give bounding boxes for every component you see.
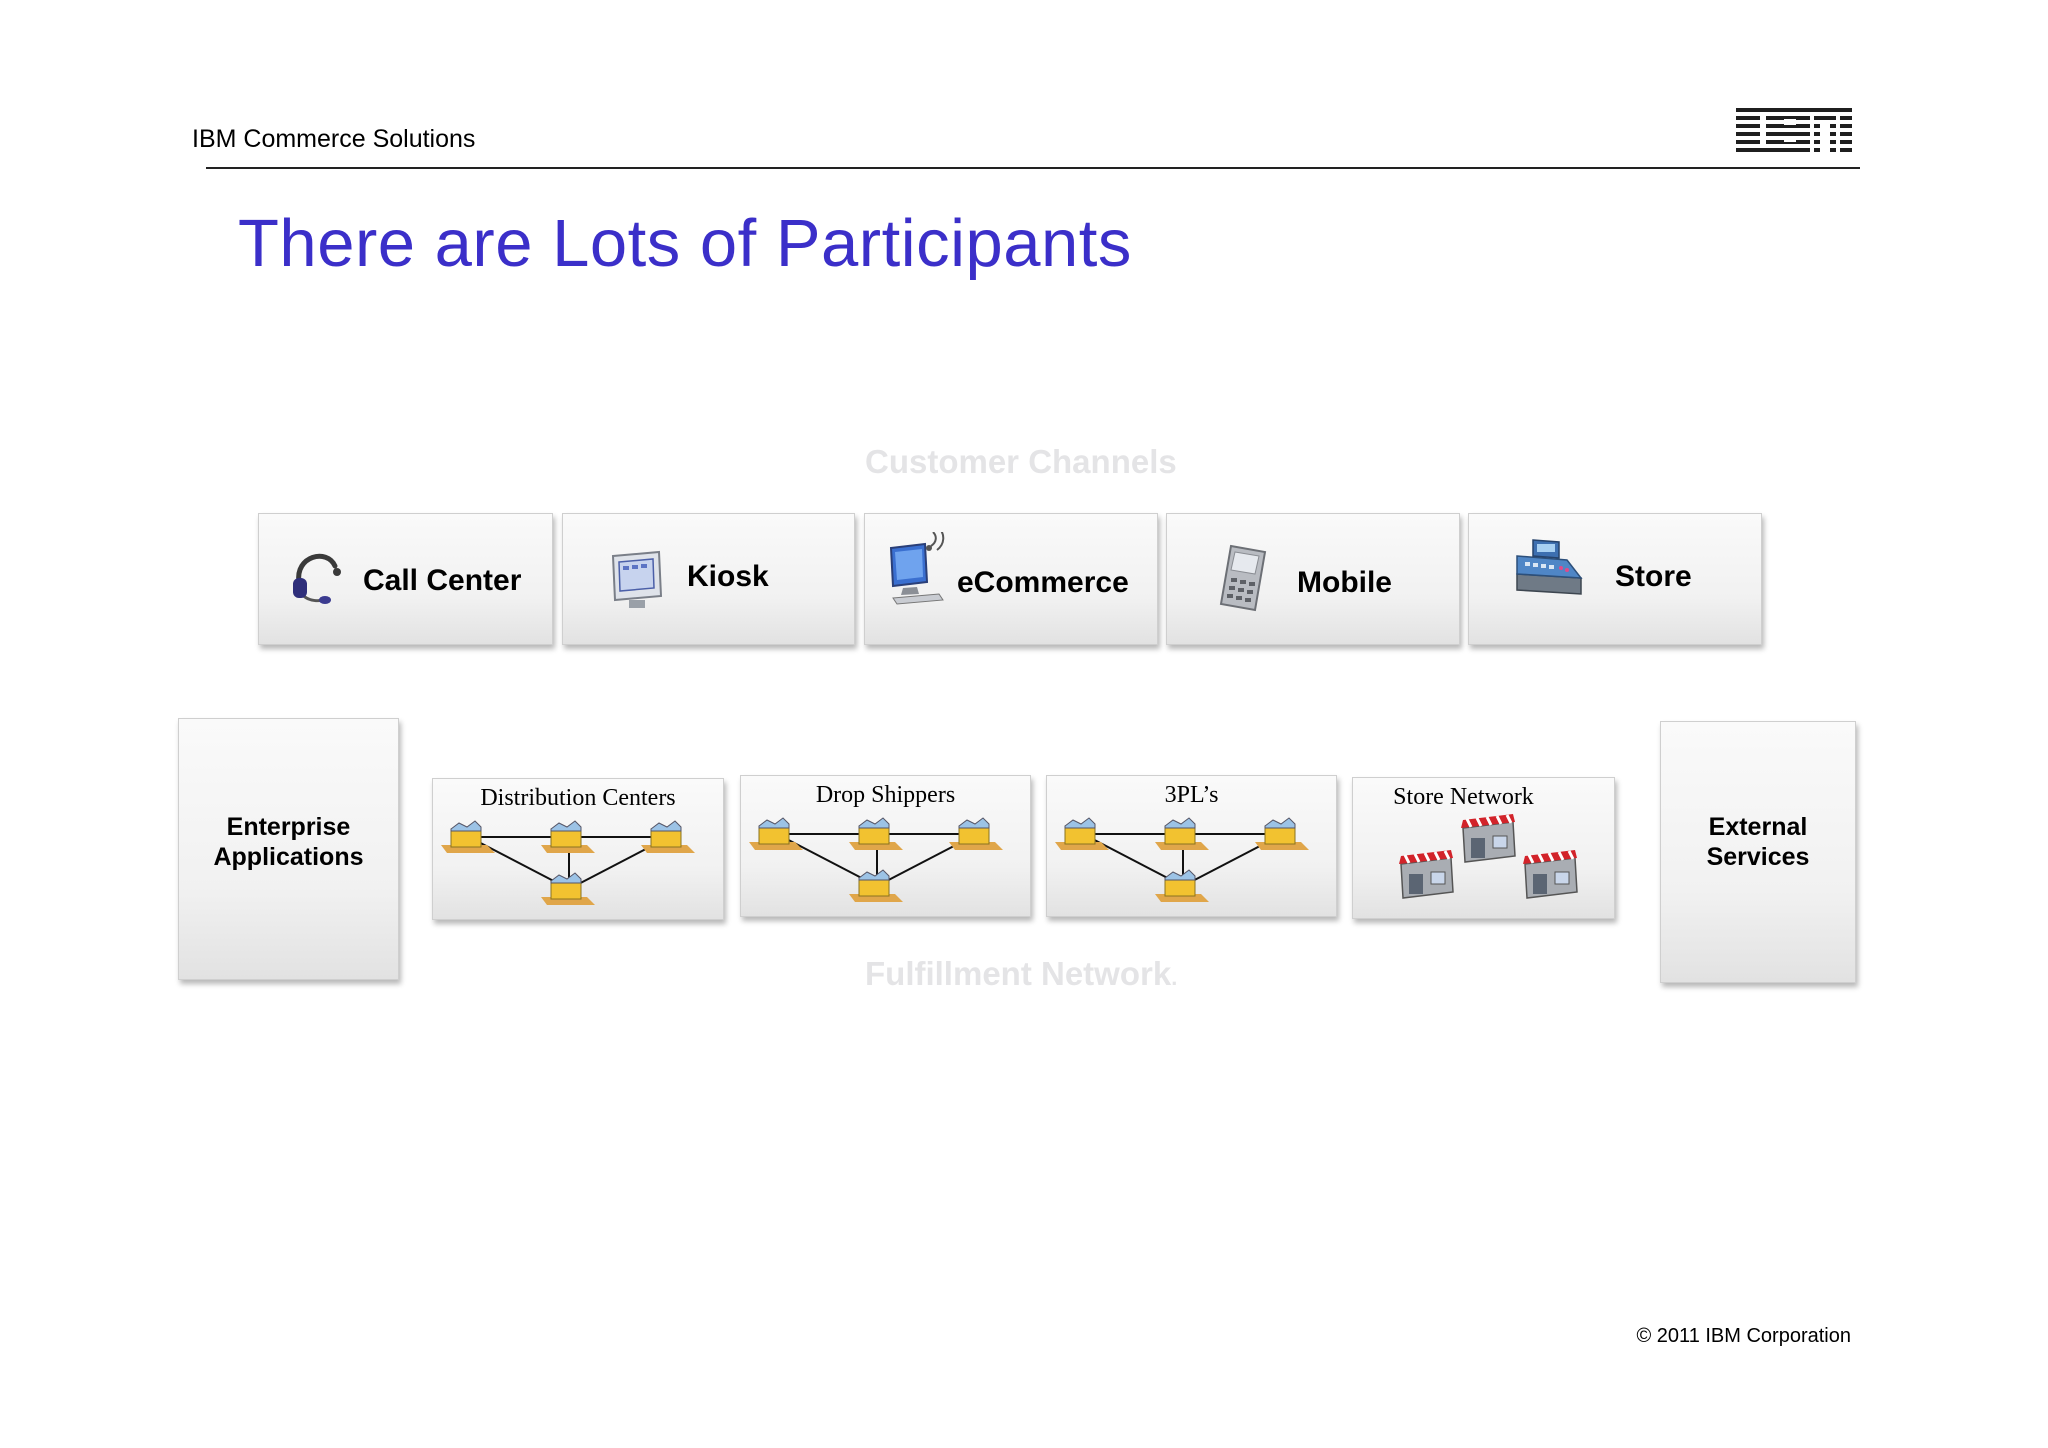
mobile-phone-icon xyxy=(1219,544,1267,612)
computer-icon xyxy=(889,532,945,605)
channel-label: Call Center xyxy=(363,564,522,597)
enterprise-applications-label: Enterprise Applications xyxy=(213,813,364,871)
warehouse-icon xyxy=(441,820,695,905)
fulfillment-network-label: Fulfillment Network. xyxy=(865,955,1178,992)
copyright-footer: © 2011 IBM Corporation xyxy=(1636,1325,1851,1347)
slide-title: There are Lots of Participants xyxy=(238,206,1132,281)
storefront-icon xyxy=(1399,814,1578,899)
warehouse-network-icon xyxy=(1055,817,1309,902)
channel-ecommerce: eCommerce xyxy=(864,513,1158,645)
channel-mobile: Mobile xyxy=(1166,513,1460,645)
channel-store: Store xyxy=(1468,513,1762,645)
node-label: Distribution Centers xyxy=(480,785,676,811)
cash-register-icon xyxy=(1516,539,1583,595)
warehouse-network-icon xyxy=(749,817,1003,902)
header-title: IBM Commerce Solutions xyxy=(192,125,476,153)
node-label: 3PL’s xyxy=(1164,782,1219,808)
warehouse-network-icon xyxy=(441,820,695,905)
channel-kiosk: Kiosk xyxy=(562,513,855,645)
external-services-label: External Services xyxy=(1706,813,1810,871)
header-divider xyxy=(206,167,1860,169)
headset-icon xyxy=(293,553,341,604)
channel-label: Kiosk xyxy=(687,560,769,593)
3pls-box: 3PL’s xyxy=(1046,775,1337,917)
node-label: Store Network xyxy=(1393,784,1534,810)
channel-label: Mobile xyxy=(1297,566,1392,599)
external-services-box: External Services xyxy=(1660,721,1856,983)
kiosk-icon xyxy=(611,550,663,608)
channel-call-center: Call Center xyxy=(258,513,553,645)
ibm-logo xyxy=(1736,108,1852,152)
channel-label: Store xyxy=(1615,560,1692,593)
node-label: Drop Shippers xyxy=(815,782,956,808)
enterprise-applications-box: Enterprise Applications xyxy=(178,718,399,980)
store-network-box: Store Network xyxy=(1352,777,1615,919)
channel-label: eCommerce xyxy=(957,566,1129,599)
drop-shippers-box: Drop Shippers xyxy=(740,775,1031,917)
customer-channels-label: Customer Channels xyxy=(865,443,1177,480)
distribution-centers-box: Distribution Centers xyxy=(432,778,724,920)
